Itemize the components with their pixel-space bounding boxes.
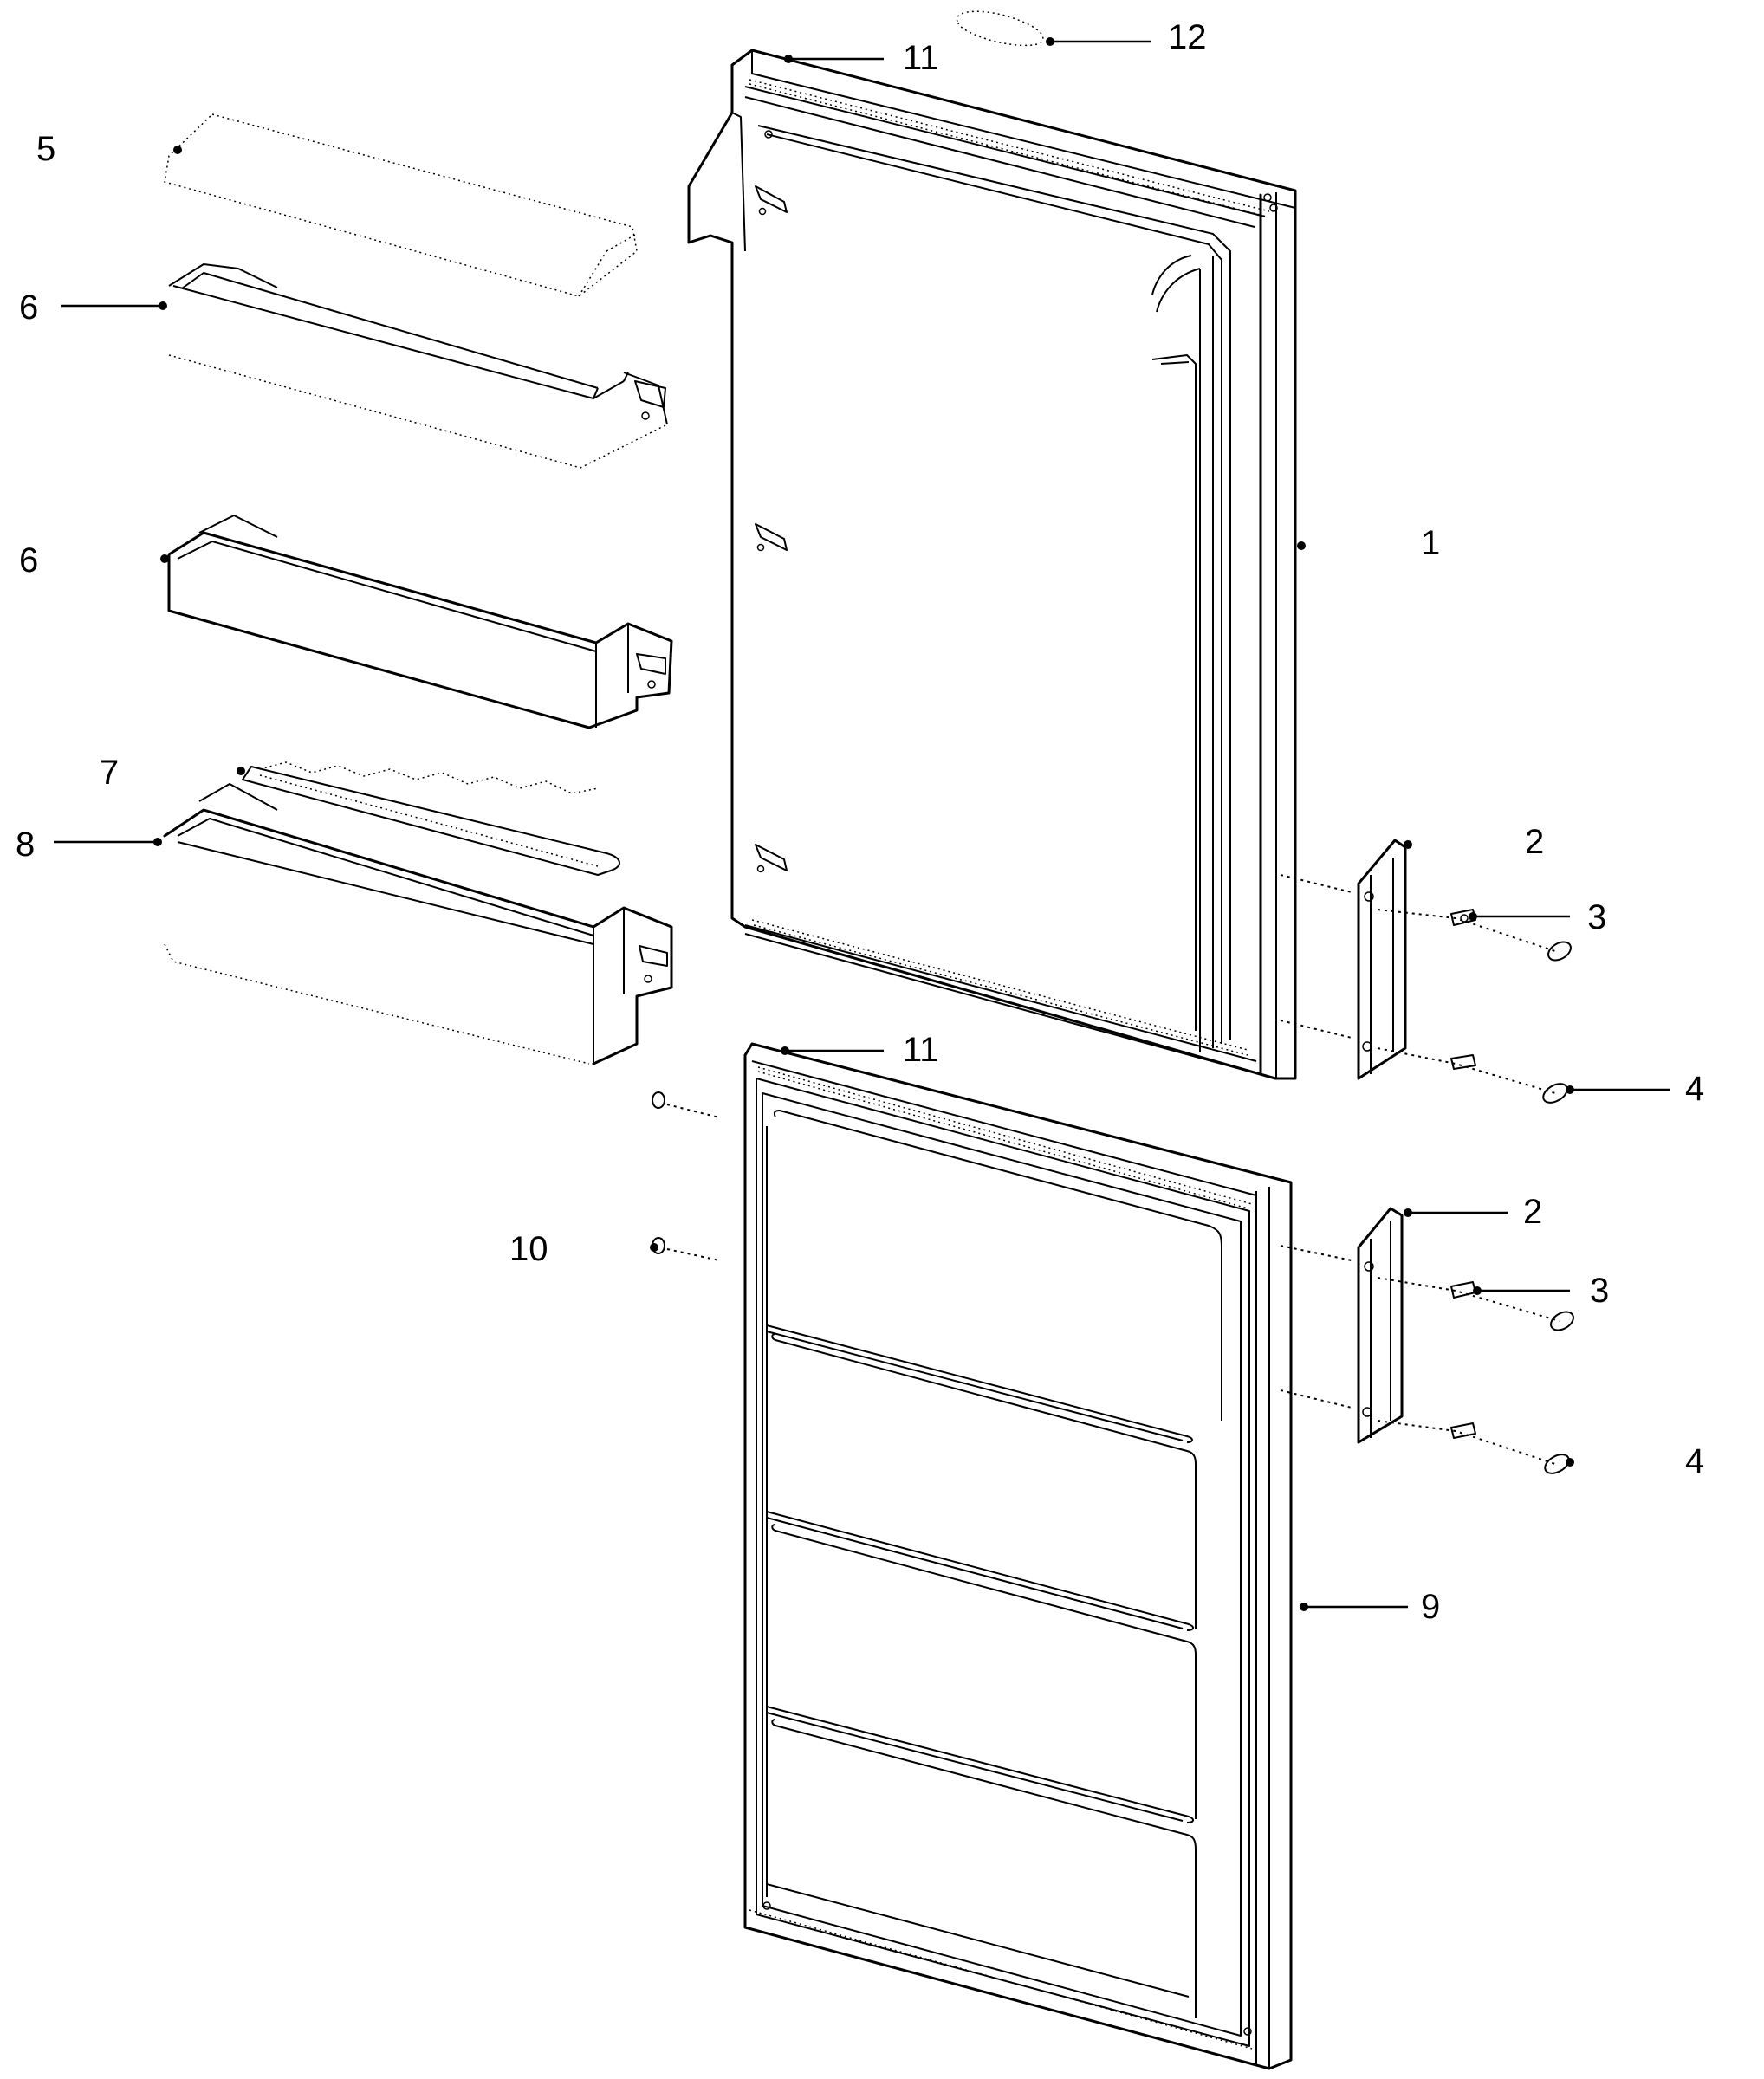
leader-lines xyxy=(54,37,1670,1611)
shelf-cover xyxy=(164,113,638,297)
label-part-10: 10 xyxy=(509,1230,548,1268)
label-part-3-upper: 3 xyxy=(1587,898,1606,936)
cap-part xyxy=(956,10,1044,47)
upper-hinge-assembly xyxy=(1280,839,1572,1104)
label-part-2-upper: 2 xyxy=(1525,823,1544,861)
label-part-3-lower: 3 xyxy=(1590,1272,1609,1310)
label-part-2-lower: 2 xyxy=(1523,1193,1542,1231)
upper-door-shelf xyxy=(168,263,668,469)
label-part-6-upper: 6 xyxy=(19,288,38,327)
label-part-9: 9 xyxy=(1421,1588,1440,1626)
label-part-5: 5 xyxy=(36,130,55,168)
part-labels: 11 12 5 6 1 6 7 8 2 3 4 11 2 10 3 4 9 xyxy=(16,18,1704,1626)
label-part-4-lower: 4 xyxy=(1685,1442,1704,1480)
middle-door-shelf xyxy=(167,515,673,729)
label-part-4-upper: 4 xyxy=(1685,1070,1704,1108)
label-part-11-upper: 11 xyxy=(903,39,939,77)
label-part-8: 8 xyxy=(16,826,35,864)
label-part-12: 12 xyxy=(1168,18,1207,56)
label-part-1: 1 xyxy=(1421,524,1440,562)
lower-hinge-assembly xyxy=(1280,1207,1574,1474)
top-door xyxy=(687,49,1297,1080)
label-part-7: 7 xyxy=(100,754,119,792)
bottom-door xyxy=(743,1042,1293,2070)
plug-parts xyxy=(652,1091,720,1261)
bottle-shelf xyxy=(163,783,673,1065)
shelf-rail xyxy=(242,761,620,876)
label-part-6-middle: 6 xyxy=(19,541,38,580)
label-part-11-lower: 11 xyxy=(903,1031,939,1069)
